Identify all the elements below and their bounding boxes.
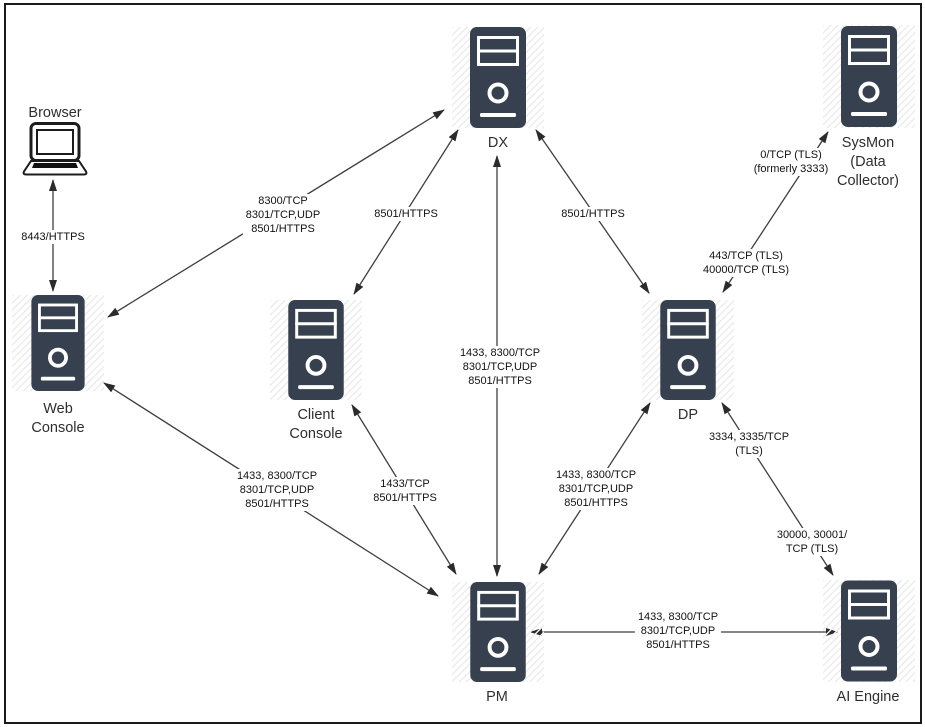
server-icon (31, 295, 85, 391)
sysmon-label: SysMon (Data Collector) (836, 135, 900, 189)
edge-label-dx-dp: 8501/HTTPS (558, 207, 628, 221)
edge-label-dp-sysmon: 0/TCP (TLS) (formerly 3333) (750, 148, 832, 176)
client-console-label: Client Console (289, 407, 343, 442)
edge-label-webconsole-dx: 8300/TCP 8301/TCP,UDP 8501/HTTPS (242, 194, 324, 236)
edge-label-webconsole-pm: 1433, 8300/TCP 8301/TCP,UDP 8501/HTTPS (233, 469, 321, 511)
server-icon (660, 300, 716, 400)
ai-engine-label: AI Engine (836, 689, 900, 705)
server-icon (841, 26, 897, 127)
server-icon (470, 582, 526, 682)
browser-label: Browser (28, 105, 82, 121)
server-icon (841, 580, 897, 682)
edge-label-sysmon-dp: 443/TCP (TLS) 40000/TCP (TLS) (699, 249, 793, 277)
edge-label-clientconsole-dx: 8501/HTTPS (371, 207, 441, 221)
laptop-icon (22, 122, 88, 176)
edge-label-aiengine-dp: 3334, 3335/TCP (TLS) (705, 430, 793, 458)
edge-label-dx-pm: 1433, 8300/TCP 8301/TCP,UDP 8501/HTTPS (456, 346, 544, 388)
server-icon (288, 300, 344, 400)
edge-label-clientconsole-pm: 1433/TCP 8501/HTTPS (370, 477, 440, 505)
server-icon (470, 27, 526, 128)
edge-label-dp-pm: 1433, 8300/TCP 8301/TCP,UDP 8501/HTTPS (552, 468, 640, 510)
dp-label: DP (677, 407, 699, 423)
edge-label-pm-aiengine: 1433, 8300/TCP 8301/TCP,UDP 8501/HTTPS (634, 610, 722, 652)
pm-label: PM (486, 689, 508, 705)
web-console-label: Web Console (31, 401, 85, 436)
edge-label-dp-aiengine: 30000, 30001/ TCP (TLS) (773, 528, 851, 556)
edge-label-browser-webconsole: 8443/HTTPS (18, 230, 88, 244)
dx-label: DX (487, 135, 509, 151)
